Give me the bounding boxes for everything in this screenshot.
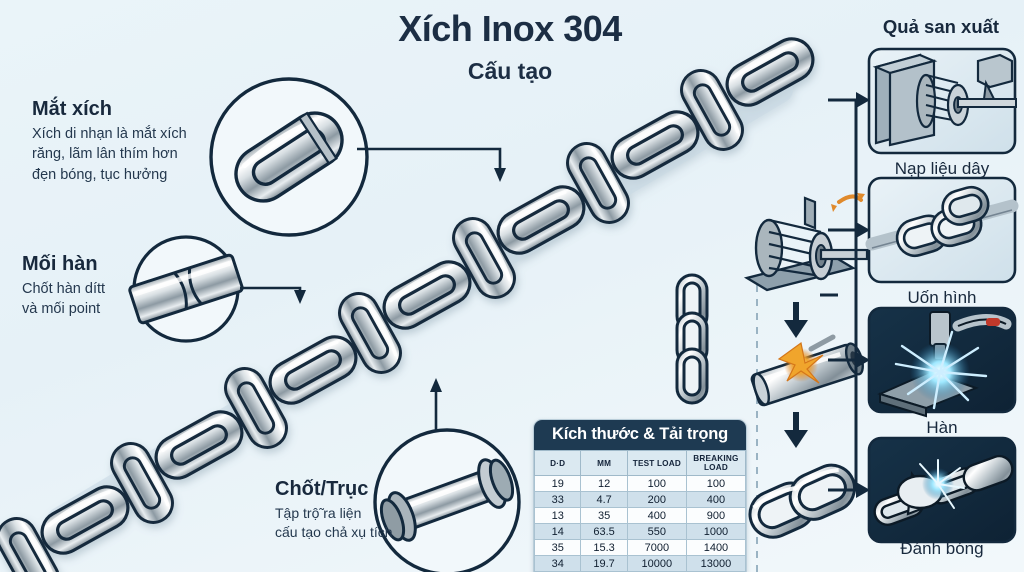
spec-col-mm: MM <box>580 449 628 477</box>
spec-col-breaking: BREAKING LOAD <box>685 449 746 477</box>
process-heading: Quả san xuất <box>882 16 1000 37</box>
panel-wire-feed <box>867 47 1017 155</box>
spec-cell-breaking: 100 <box>685 475 746 493</box>
process-step-label-2: Hàn <box>926 418 958 437</box>
callout-chot-truc-title: Chốt/Trục <box>275 478 369 500</box>
callout-moi-han: Mối hàn Chốt hàn dítt và mối point <box>22 253 105 320</box>
spec-cell-dd: 35 <box>534 539 582 557</box>
weld-detail-callout-circle <box>128 235 244 343</box>
callout-line: Chốt hàn dítt <box>22 280 106 297</box>
callout-line: và mối point <box>22 301 101 318</box>
process-panel-nap-lieu-day[interactable] <box>868 48 1016 156</box>
spec-cell-mm: 35 <box>580 507 628 525</box>
page-subtitle: Cấu tạo <box>467 58 553 84</box>
callout-line: Xích di nhạn là mắt xích <box>32 125 187 142</box>
spec-cell-dd: 14 <box>534 523 582 541</box>
callout-line: đẹn bóng, tục hưởng <box>32 166 168 183</box>
arrow-down-2 <box>784 412 808 448</box>
spec-cell-mm: 12 <box>580 475 628 493</box>
leader-lines <box>240 147 506 430</box>
spec-col-dd: D·D <box>534 449 582 477</box>
spec-cell-testload: 200 <box>626 491 687 509</box>
spec-cell-breaking: 1000 <box>685 523 746 541</box>
spec-table: Kích thước & Tải trọng D·D MM TEST LOAD … <box>533 419 747 572</box>
spec-cell-dd: 19 <box>534 475 582 493</box>
callout-moi-han-title: Mối hàn <box>22 253 98 275</box>
main-chain-illustration <box>0 29 823 572</box>
spark-weld-icon <box>750 334 864 407</box>
spec-cell-dd: 33 <box>534 491 582 509</box>
process-step-label-0: Nạp liệu dây <box>894 159 990 178</box>
callout-chot-truc-body: Tập trộ̃ ra liện cấu tạo chả xụ tích <box>275 504 393 544</box>
spec-cell-testload: 100 <box>626 475 687 493</box>
left-entry-arrow <box>800 92 816 108</box>
callout-mat-xich-title: Mắt xích <box>32 98 113 120</box>
spec-cell-mm: 19.7 <box>580 555 628 572</box>
spec-cell-dd: 34 <box>534 555 582 572</box>
spec-col-testload: TEST LOAD <box>626 449 687 477</box>
spec-cell-testload: 400 <box>626 507 687 525</box>
spec-cell-testload: 550 <box>626 523 687 541</box>
pin-detail-circle-hit <box>372 432 522 572</box>
link-detail-callout-circle <box>209 77 369 237</box>
process-panel-han[interactable] <box>868 307 1016 415</box>
spec-cell-breaking: 1400 <box>685 539 746 557</box>
panel-bending <box>865 176 1019 284</box>
spec-cell-mm: 15.3 <box>580 539 628 557</box>
spec-cell-dd: 13 <box>534 507 582 525</box>
callout-line: răng, lãm lân thím hơn <box>32 146 178 163</box>
process-step-label-1: Uốn hình <box>907 288 977 307</box>
spec-cell-mm: 4.7 <box>580 491 628 509</box>
process-panel-uon-hinh[interactable] <box>868 177 1016 285</box>
callout-moi-han-body: Chốt hàn dítt và mối point <box>22 279 105 320</box>
callout-line: cấu tạo chả xụ tích <box>275 524 393 541</box>
spec-cell-breaking: 900 <box>685 507 746 525</box>
small-vertical-chain-icon <box>675 273 709 405</box>
callout-chot-truc: Chốt/Trục Tập trộ̃ ra liện cấu tạo chả x… <box>275 478 393 543</box>
link-detail-circle-hit <box>209 82 369 232</box>
callout-line: Tập trộ̃ ra liện <box>275 504 362 521</box>
panel-welding <box>867 306 1017 418</box>
spec-table-title: Kích thước & Tải trọng <box>534 420 746 450</box>
panel-polishing <box>867 436 1017 544</box>
spec-cell-testload: 7000 <box>626 539 687 557</box>
process-flow-arrowheads <box>856 92 870 498</box>
spec-cell-mm: 63.5 <box>580 523 628 541</box>
finished-chain-icon <box>748 463 856 539</box>
callout-mat-xich: Mắt xích Xích di nhạn là mắt xích răng, … <box>32 98 187 185</box>
process-panel-danh-bong[interactable] <box>868 437 1016 545</box>
process-flow-connectors <box>820 98 862 492</box>
page-title: Xích Inox 304 <box>398 8 622 49</box>
spec-cell-testload: 10000 <box>626 555 687 572</box>
weld-detail-circle-hit <box>132 237 240 341</box>
process-step-label-3: Đánh bóng <box>900 539 984 558</box>
coil-winder-icon <box>743 193 869 292</box>
arrow-down-1 <box>784 302 808 338</box>
spec-cell-breaking: 400 <box>685 491 746 509</box>
spec-cell-breaking: 13000 <box>685 555 746 572</box>
callout-mat-xich-body: Xích di nhạn là mắt xích răng, lãm lân t… <box>32 124 187 186</box>
spec-table-header-row: D·D MM TEST LOAD BREAKING LOAD <box>534 449 746 477</box>
pin-detail-callout-circle <box>373 428 521 572</box>
